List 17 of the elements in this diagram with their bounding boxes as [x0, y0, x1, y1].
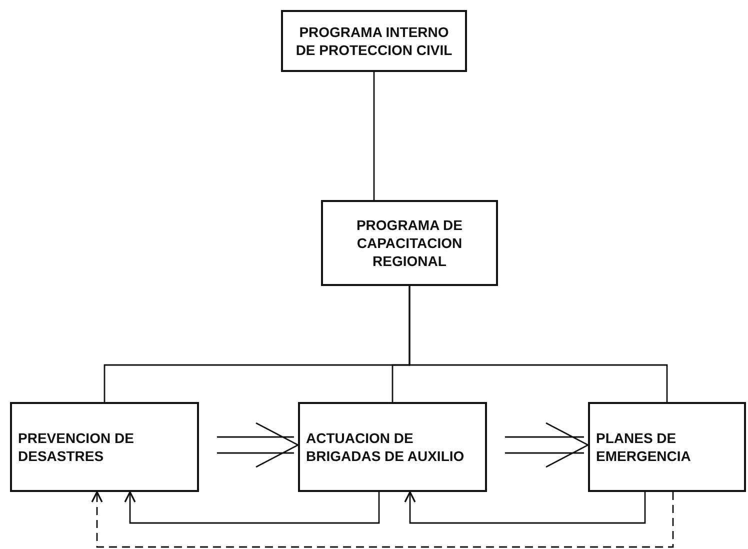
- connector: [124, 491, 380, 524]
- box-label: ACTUACION DE BRIGADAS DE AUXILIO: [306, 428, 466, 466]
- double-arrow: [216, 422, 300, 468]
- box-label: PROGRAMA DE CAPACITACION REGIONAL: [355, 216, 464, 270]
- process-box: [281, 10, 467, 72]
- connector: [404, 491, 646, 524]
- box-label: PREVENCION DE DESASTRES: [18, 428, 135, 466]
- box-label: PLANES DE EMERGENCIA: [596, 428, 692, 466]
- connector: [91, 491, 674, 548]
- connector: [408, 286, 668, 402]
- process-box: [298, 402, 487, 492]
- connector: [373, 72, 375, 200]
- box-label: PROGRAMA INTERNO DE PROTECCION CIVIL: [294, 22, 454, 60]
- process-box: [10, 402, 199, 492]
- process-box: [588, 402, 746, 492]
- double-arrow: [504, 422, 590, 468]
- process-box: [321, 200, 498, 286]
